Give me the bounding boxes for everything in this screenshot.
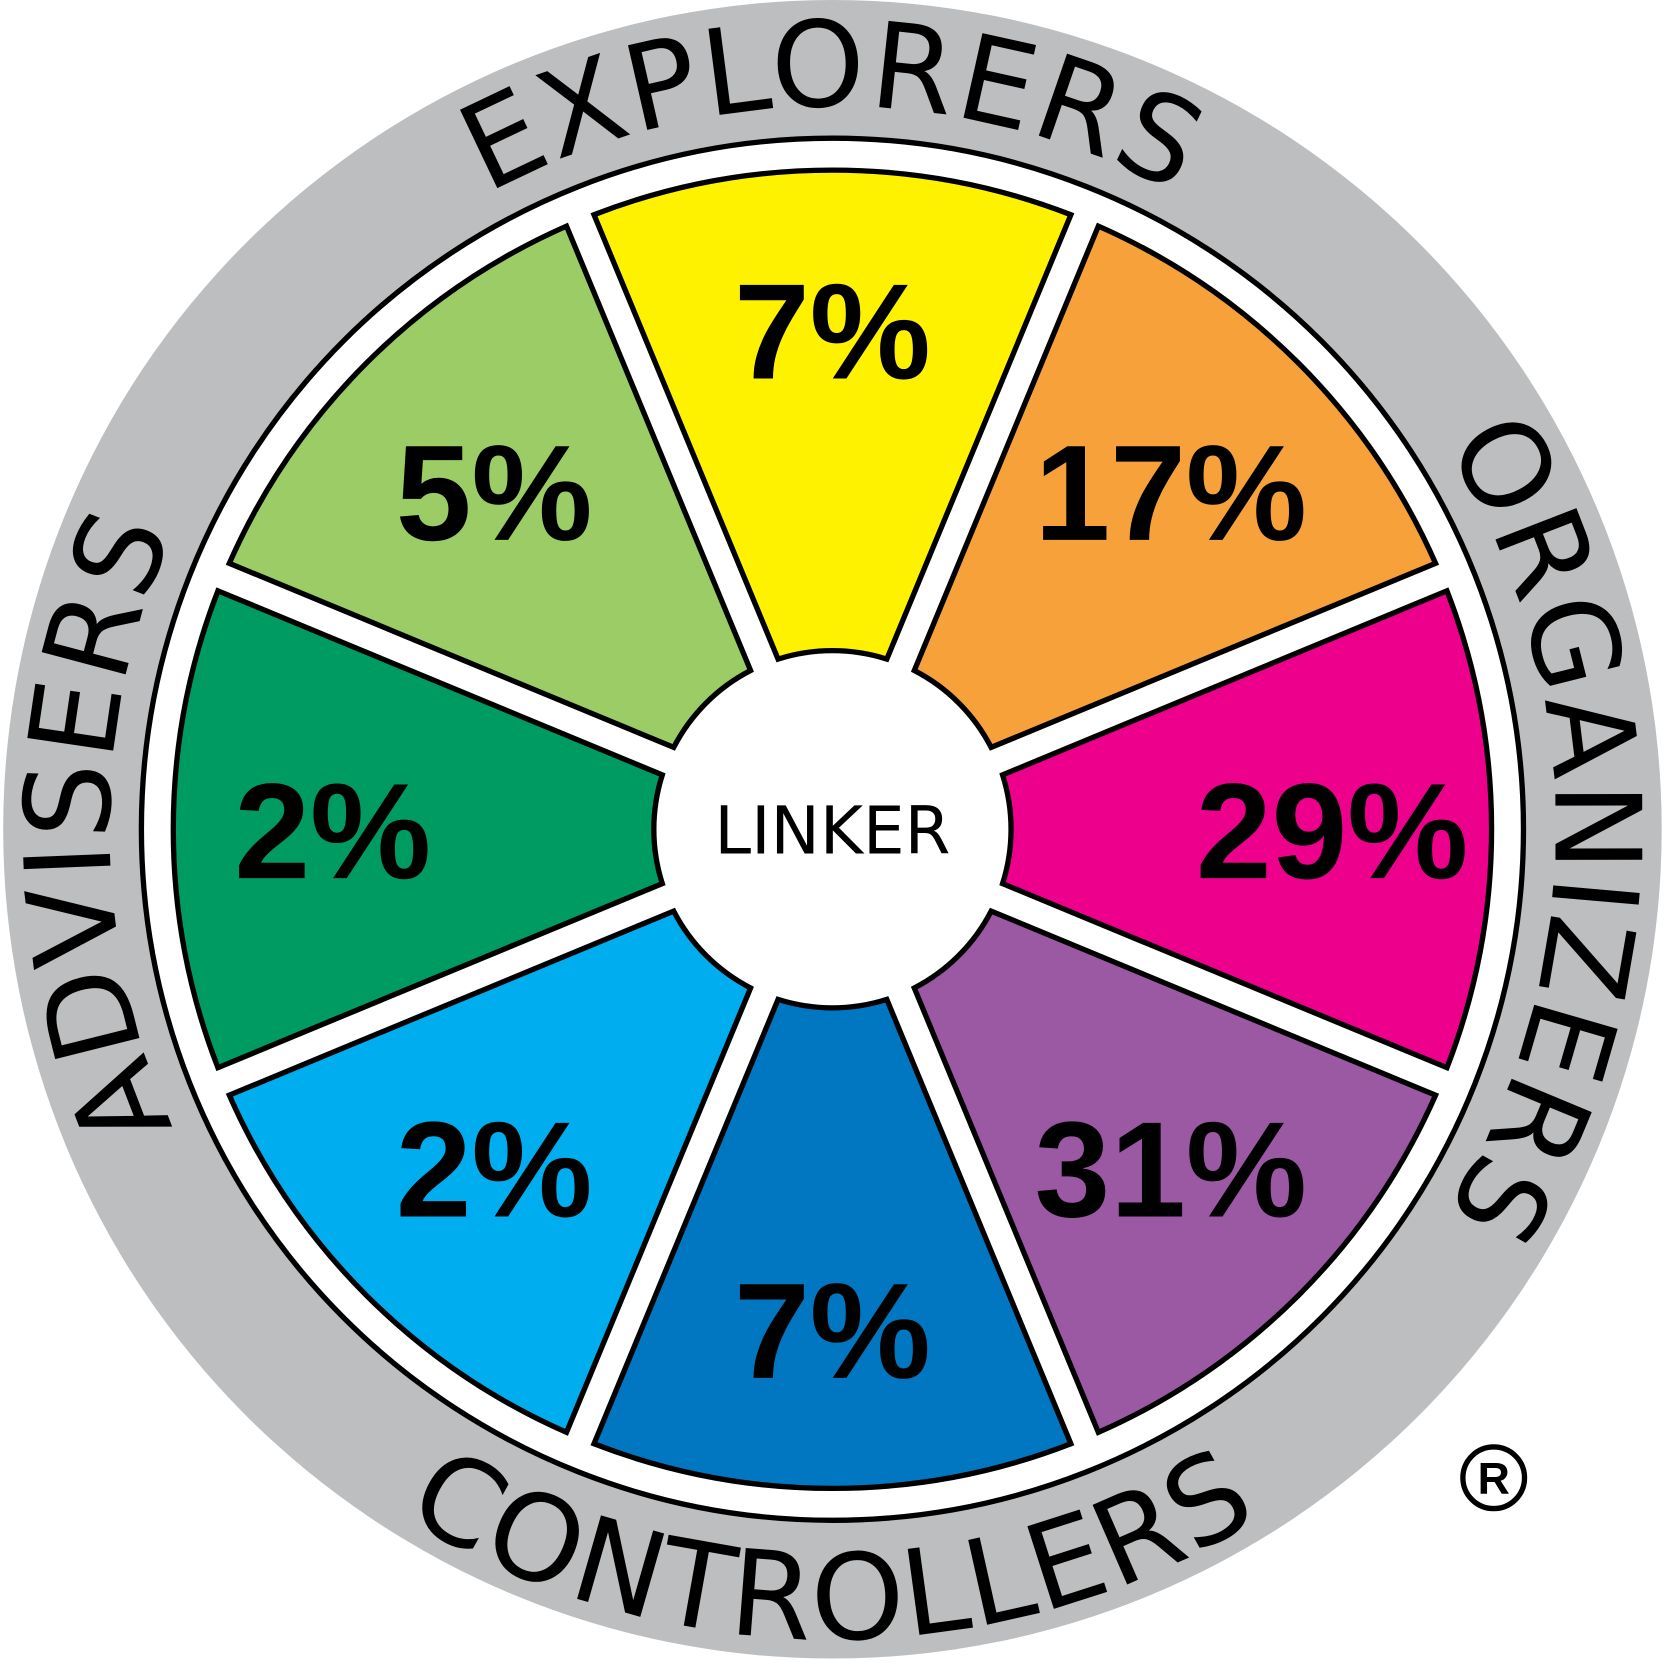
segment-label-pink: 29% — [1196, 755, 1468, 907]
segment-orange — [910, 222, 1440, 751]
svg-text:R: R — [1478, 1455, 1510, 1504]
segment-label-purple: 31% — [1035, 1093, 1307, 1245]
center-label-linker: LINKER — [714, 793, 950, 870]
segment-dark-green — [170, 587, 666, 1072]
segment-cyan — [225, 907, 754, 1436]
registered-trademark-icon: R — [1460, 1444, 1528, 1512]
segment-light-green — [225, 222, 754, 751]
segment-blue — [590, 996, 1075, 1491]
segment-purple — [910, 907, 1440, 1436]
segment-pink — [999, 587, 1495, 1072]
segment-explorers — [590, 167, 1075, 663]
segment-label-explorers: 7% — [734, 255, 931, 407]
segment-label-cyan: 2% — [396, 1093, 593, 1245]
center-circle — [662, 659, 1003, 1000]
segment-label-light-green: 5% — [396, 417, 593, 569]
segment-label-orange: 17% — [1035, 417, 1307, 569]
segment-label-blue: 7% — [734, 1255, 931, 1407]
segment-label-dark-green: 2% — [234, 755, 431, 907]
